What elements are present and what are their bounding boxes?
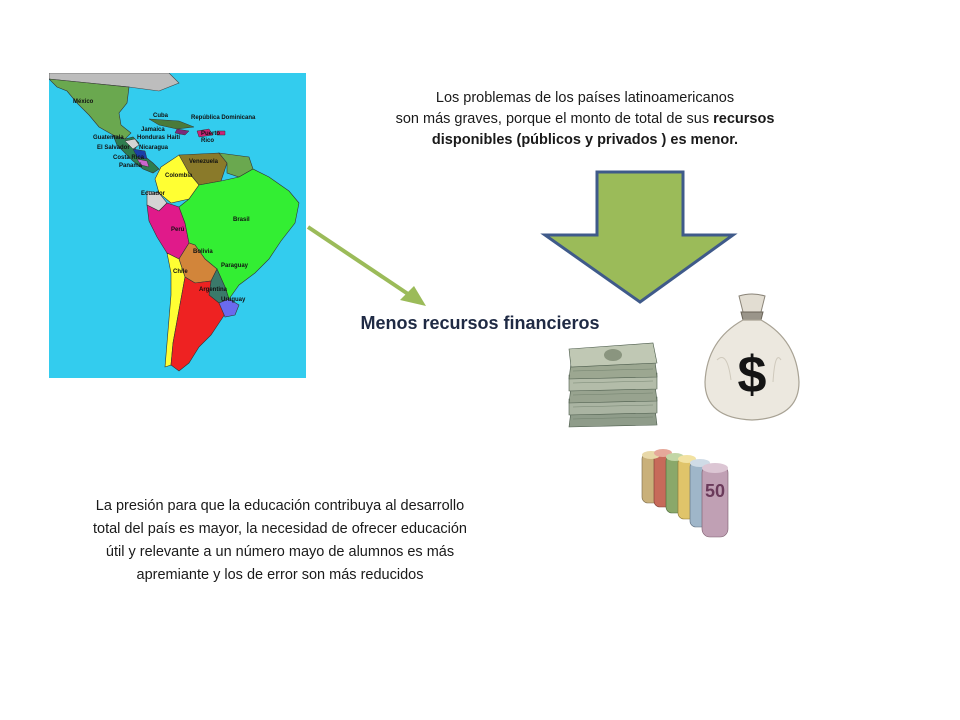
map-label-puerto-rico-2: Rico [201, 138, 214, 144]
map-label-argentina: Argentina [199, 287, 228, 293]
map-label-brasil: Brasil [233, 217, 250, 223]
map-label-costa-rica: Costa Rica [113, 155, 145, 161]
top-paragraph-line-2-bold: recursos [713, 111, 775, 127]
map-nicaragua [132, 148, 148, 160]
top-paragraph-line-2-normal: son más graves, porque el monto de total… [395, 111, 714, 127]
map-label-uruguay: Uruguay [221, 297, 246, 303]
dollar-portrait-icon [604, 349, 622, 361]
banknote-value-label: 50 [705, 481, 725, 501]
euro-rolls-icon: 50 [641, 449, 729, 538]
map-label-venezuela: Venezuela [189, 159, 219, 165]
money-bag-icon: $ [704, 293, 800, 421]
map-label-bolivia: Bolivia [193, 249, 213, 255]
map-label-colombia: Colombia [165, 173, 193, 179]
heading-menos-recursos: Menos recursos financieros [360, 313, 600, 333]
map-label-honduras: Honduras [137, 135, 166, 141]
latin-america-map: México Cuba República Dominicana Jamaica… [49, 73, 306, 378]
map-label-haiti: Haití [167, 135, 180, 141]
top-paragraph-line-2: son más graves, porque el monto de total… [340, 109, 830, 130]
map-label-nicaragua: Nicaragua [139, 145, 169, 151]
map-label-puerto-rico-1: Puerto [201, 131, 220, 137]
top-paragraph-line-3: disponibles (públicos y privados ) es me… [431, 132, 739, 148]
bottom-paragraph-line-3: útil y relevante a un número mayo de alu… [105, 544, 455, 560]
map-rep-dominicana [196, 128, 214, 138]
map-label-rep-dominicana: República Dominicana [191, 115, 256, 121]
map-label-panama: Panamá [119, 163, 143, 169]
map-guatemala [124, 138, 140, 150]
top-paragraph-line-1: Los problemas de los países latinoameric… [435, 90, 735, 106]
bottom-paragraph-line-4: apremiante y los de error son más reduci… [136, 567, 424, 583]
bottom-paragraph: La presión para que la educación contrib… [30, 495, 530, 587]
map-label-ecuador: Ecuador [141, 191, 166, 197]
down-arrow-icon [540, 170, 738, 304]
map-argentina [170, 276, 230, 372]
map-label-paraguay: Paraguay [221, 263, 249, 269]
diagonal-arrow-head-icon [400, 286, 426, 306]
diagonal-arrow-line [306, 225, 416, 300]
map-jamaica [174, 128, 190, 136]
top-paragraph: Los problemas de los países latinoameric… [340, 88, 830, 151]
map-label-cuba: Cuba [153, 113, 169, 119]
map-costa-rica [136, 158, 150, 168]
map-label-guatemala: Guatemala [93, 135, 124, 141]
dollar-stack-icon [568, 342, 658, 428]
map-uruguay [218, 298, 240, 318]
map-label-chile: Chile [173, 269, 188, 275]
map-cuba [148, 118, 195, 130]
map-label-jamaica: Jamaica [141, 127, 165, 133]
bottom-paragraph-line-1: La presión para que la educación contrib… [95, 498, 465, 514]
map-brasil [178, 168, 300, 300]
map-label-peru: Perú [171, 227, 185, 233]
map-label-el-salvador: El Salvador [97, 145, 130, 151]
map-label-mexico: México [73, 99, 94, 105]
map-puerto-rico [216, 130, 226, 136]
money-bag-dollar-sign: $ [738, 346, 767, 404]
bottom-paragraph-line-2: total del país es mayor, la necesidad de… [92, 521, 467, 537]
